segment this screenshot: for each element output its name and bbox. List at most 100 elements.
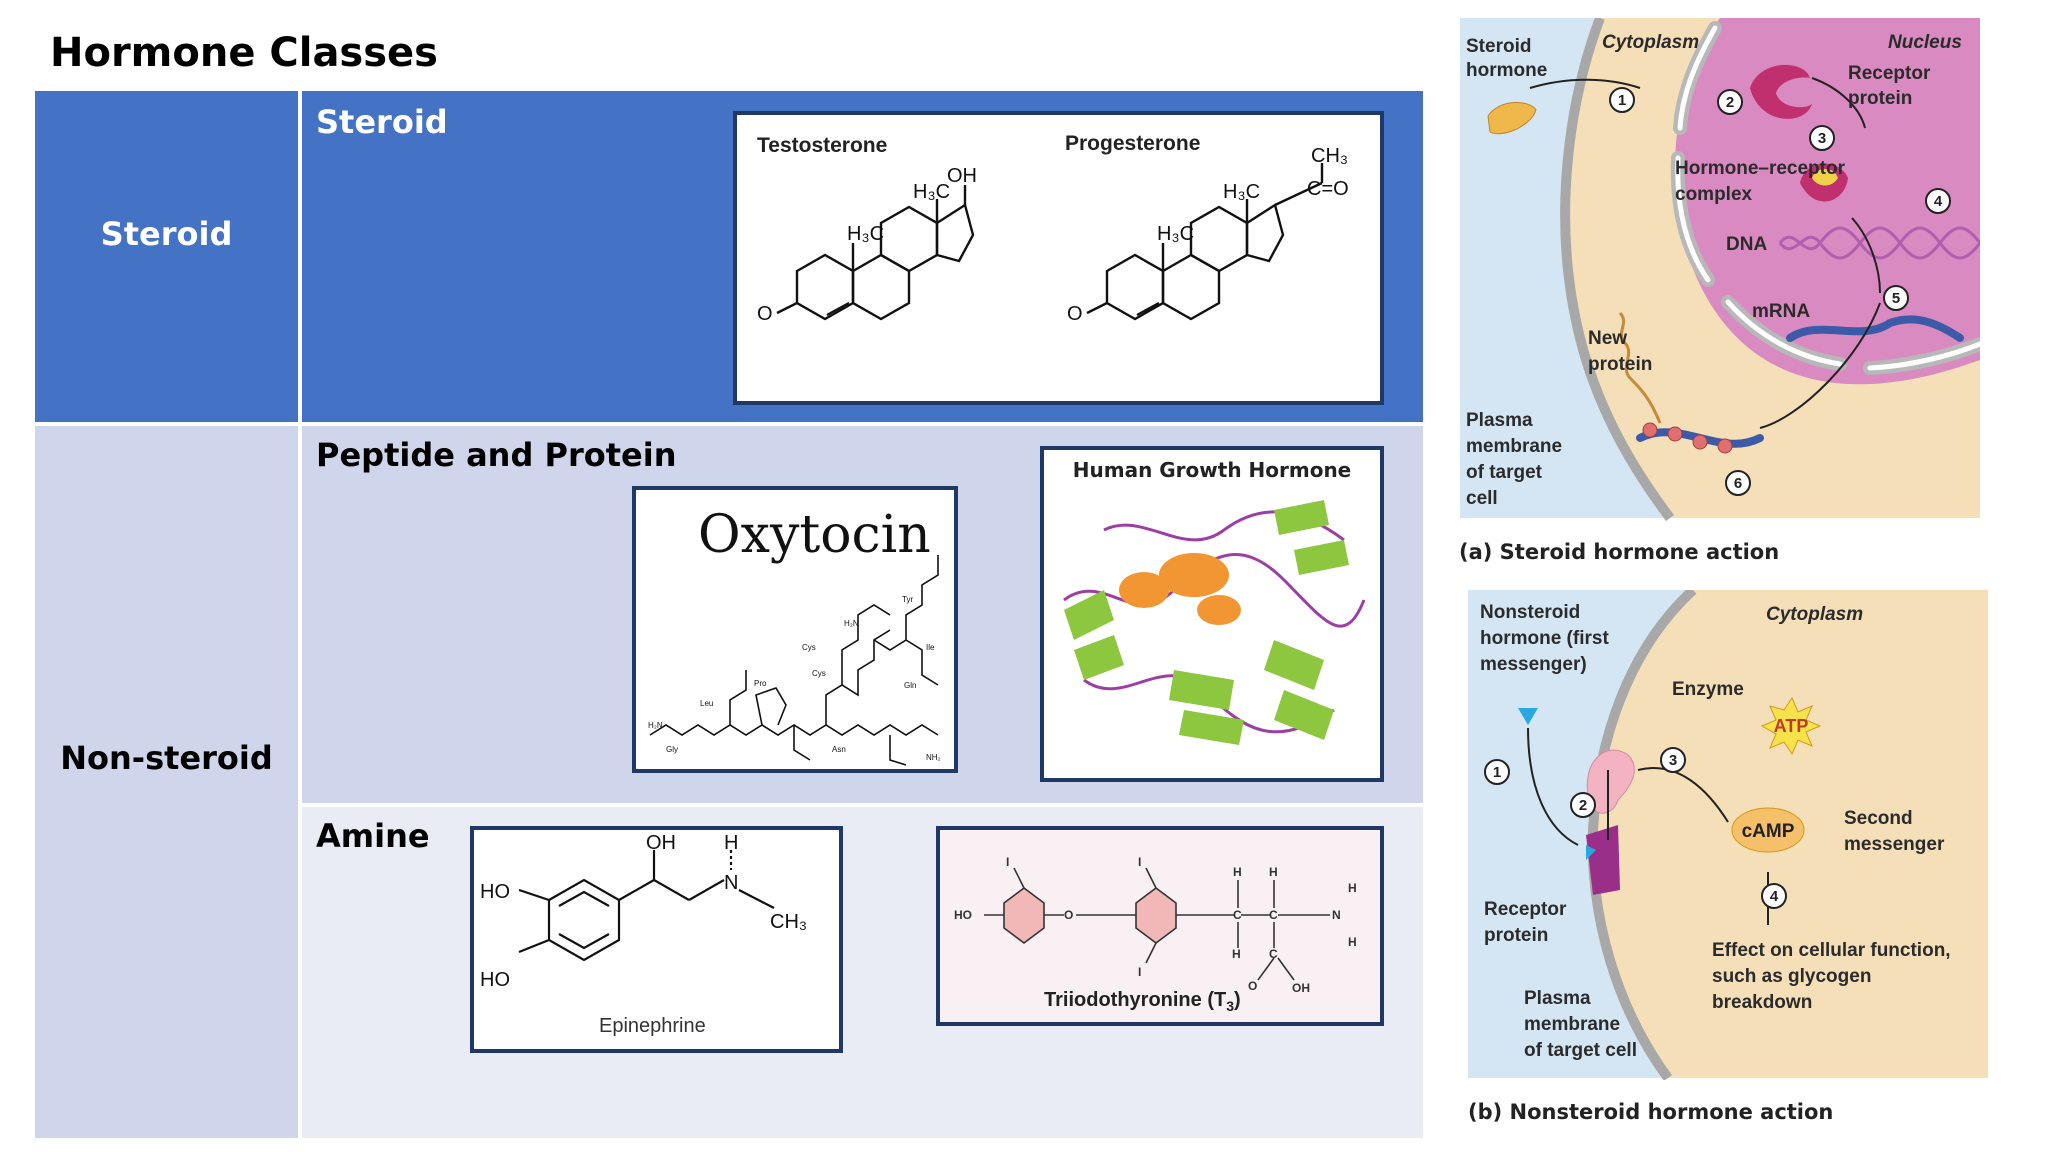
t3-image: HO O I I I H H C C H C N H H O OH Triiod…	[936, 826, 1384, 1026]
pathway-arrows	[1759, 77, 1881, 429]
svg-text:Second: Second	[1844, 808, 1913, 829]
hgh-ribbon-svg	[1063, 500, 1366, 745]
svg-text:4: 4	[1770, 888, 1779, 905]
atp-icon	[1760, 696, 1822, 756]
oh-label: OH	[1292, 981, 1310, 995]
panel-b-caption: (b) Nonsteroid hormone action	[1468, 1100, 1834, 1124]
svg-text:Receptor: Receptor	[1484, 899, 1567, 920]
h-label: H	[724, 832, 738, 854]
page-title: Hormone Classes	[50, 30, 438, 76]
svg-text:of target: of target	[1466, 462, 1543, 483]
svg-text:Cys: Cys	[802, 643, 816, 652]
steroid-structures-svg: Testosterone Progesterone O H₃C OH H₃C	[757, 132, 1349, 325]
nuclear-envelope-inner	[1675, 25, 1980, 371]
svg-text:of target cell: of target cell	[1524, 1040, 1637, 1061]
svg-text:5: 5	[1892, 290, 1900, 307]
svg-text:breakdown: breakdown	[1712, 992, 1812, 1013]
new-protein-icon	[1618, 311, 1662, 424]
svg-text:Steroid: Steroid	[1466, 36, 1531, 57]
progesterone-label: Progesterone	[1065, 132, 1200, 155]
svg-text:hormone (first: hormone (first	[1480, 628, 1609, 649]
dna-icon	[1778, 226, 1980, 260]
svg-text:messenger): messenger)	[1480, 654, 1587, 675]
svg-text:Cytoplasm: Cytoplasm	[1602, 32, 1699, 53]
receptor-protein-icon	[1586, 825, 1620, 895]
svg-text:complex: complex	[1675, 184, 1753, 205]
n-label: N	[1332, 908, 1341, 922]
svg-text:Effect on cellular function,: Effect on cellular function,	[1712, 940, 1951, 961]
complex-hormone-icon	[1812, 169, 1838, 186]
h3c-label: H₃C	[1223, 181, 1260, 203]
t3-svg: HO O I I I H H C C H C N H H O OH Triiod…	[954, 855, 1357, 1014]
labels-b: Nonsteroid hormone (first messenger) Cyt…	[1480, 602, 1951, 1061]
ribosomes-icon	[1642, 422, 1733, 454]
oh-label: OH	[947, 165, 977, 187]
svg-text:Enzyme: Enzyme	[1672, 679, 1744, 700]
svg-text:Gly: Gly	[666, 745, 678, 754]
svg-text:Pro: Pro	[754, 679, 767, 688]
step-numbers-b: 1 2 3 4	[1493, 752, 1779, 905]
nonsteroid-class-label: Non-steroid	[60, 739, 273, 777]
labels-a: Steroid hormone Cytoplasm Nucleus Recept…	[1466, 32, 1962, 509]
svg-text:hormone: hormone	[1466, 60, 1547, 81]
t3-label: Triiodothyronine (T3)	[1044, 989, 1241, 1014]
testosterone-label: Testosterone	[757, 134, 887, 157]
svg-text:Cys: Cys	[812, 669, 826, 678]
svg-text:Hormone–receptor: Hormone–receptor	[1675, 158, 1846, 179]
epinephrine-structure	[518, 850, 775, 962]
svg-text:1: 1	[1618, 92, 1626, 109]
o-label: O	[1064, 908, 1073, 922]
epinephrine-label: Epinephrine	[599, 1015, 706, 1037]
svg-text:Nucleus: Nucleus	[1888, 32, 1962, 53]
table-cell-steroid-class: Steroid	[35, 91, 298, 422]
svg-text:Nonsteroid: Nonsteroid	[1480, 602, 1580, 623]
svg-text:protein: protein	[1588, 354, 1652, 375]
plasma-membrane-a	[1560, 18, 1675, 521]
svg-text:Plasma: Plasma	[1524, 988, 1591, 1009]
arrow-icon	[1529, 78, 1641, 89]
svg-text:Asn: Asn	[832, 745, 846, 754]
hgh-beta-sheets	[1064, 500, 1349, 745]
o-label: O	[757, 303, 773, 325]
steroid-structures-image: Testosterone Progesterone O H₃C OH H₃C	[733, 111, 1384, 405]
svg-text:1: 1	[1493, 764, 1501, 781]
receptor-protein-icon	[1750, 64, 1812, 119]
o-label: O	[1067, 303, 1083, 325]
progesterone-structure	[1086, 163, 1324, 321]
svg-text:2: 2	[1579, 797, 1587, 814]
svg-text:New: New	[1588, 328, 1627, 349]
ho-label: HO	[480, 881, 510, 903]
hgh-title: Human Growth Hormone	[1072, 458, 1352, 482]
epinephrine-image: OH H N CH₃ HO HO Epinephrine	[470, 826, 843, 1053]
peptide-subtype-label: Peptide and Protein	[316, 436, 677, 474]
svg-text:3: 3	[1669, 752, 1677, 769]
camp-label: cAMP	[1742, 821, 1795, 842]
svg-text:protein: protein	[1848, 88, 1912, 109]
steroid-hormone-icon	[1487, 102, 1537, 135]
bound-hormone-icon	[1586, 845, 1596, 860]
panel-a-caption: (a) Steroid hormone action	[1459, 540, 1780, 564]
t3-structure	[984, 867, 1330, 981]
steroid-class-label: Steroid	[100, 215, 233, 253]
step-markers-b	[1484, 747, 1787, 909]
c-label: C	[1269, 908, 1278, 922]
svg-text:3: 3	[1818, 130, 1826, 147]
h3c-label: H₃C	[913, 181, 950, 203]
mrna-icon	[1786, 315, 1964, 342]
h-label: H	[1348, 881, 1357, 895]
h-label: H	[1348, 935, 1357, 949]
table-cell-nonsteroid-class: Non-steroid	[35, 426, 298, 1138]
svg-text:Cytoplasm: Cytoplasm	[1766, 604, 1863, 625]
nonsteroid-action-diagram: ATP cAMP 12 34 Nonsteroid hormone (first…	[1468, 590, 1988, 1080]
svg-text:Gln: Gln	[904, 681, 916, 690]
svg-text:Receptor: Receptor	[1848, 63, 1931, 84]
camp-icon	[1731, 807, 1805, 853]
svg-text:protein: protein	[1484, 925, 1548, 946]
step-markers-a	[1609, 87, 1951, 496]
amine-subtype-label: Amine	[316, 817, 430, 855]
plasma-membrane-b	[1587, 590, 1697, 1080]
